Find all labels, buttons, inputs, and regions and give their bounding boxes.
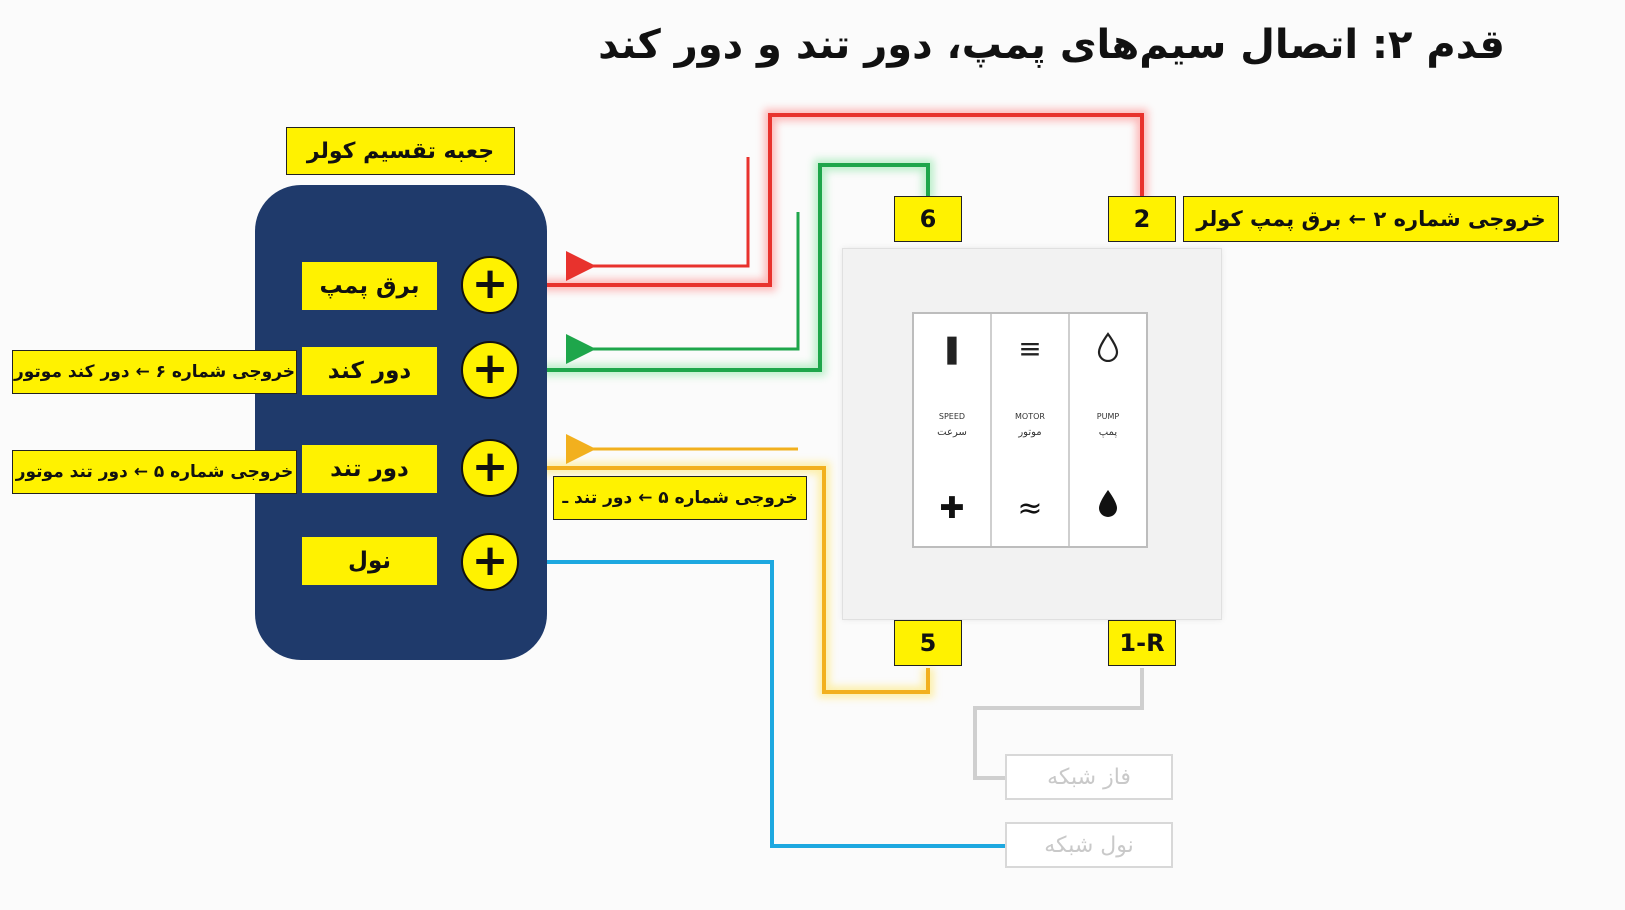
terminal-label-fast: دور تند: [302, 445, 437, 493]
exclamation-icon: ❚: [940, 332, 964, 365]
neutral-wire: [520, 560, 1005, 848]
fast-speed-wire: [520, 434, 934, 698]
speed-key-fa: سرعت: [937, 427, 967, 438]
mains-neutral-label: نول شبکه: [1005, 822, 1173, 868]
junction-box-title: جعبه تقسیم کولر: [286, 127, 515, 175]
plus-terminal-slow: +: [461, 341, 519, 399]
junction-box: [255, 185, 547, 660]
switch-keypad: ❚ SPEED سرعت ✚ ≡ MOTOR موتور ≈ PUMP پمپ: [912, 312, 1148, 548]
switch-terminal-2: 2: [1108, 196, 1176, 242]
page-title: قدم ۲: اتصال سیم‌های پمپ، دور تند و دور …: [598, 22, 1505, 68]
motor-key-en: MOTOR: [1015, 412, 1045, 421]
pump-key[interactable]: PUMP پمپ: [1070, 314, 1146, 546]
terminal-label-slow: دور کند: [302, 347, 437, 395]
note-fast-speed: خروجی شماره ۵ ← دور تند موتور: [12, 450, 297, 494]
pump-key-en: PUMP: [1096, 412, 1120, 421]
drop-outline-icon: [1096, 332, 1120, 372]
speed-key[interactable]: ❚ SPEED سرعت ✚: [914, 314, 992, 546]
drop-filled-icon: [1096, 488, 1120, 526]
fan-icon: ✚: [939, 491, 965, 526]
plus-terminal-pump: +: [461, 256, 519, 314]
pump-key-fa: پمپ: [1098, 427, 1118, 438]
note-fast-speed-middle: خروجی شماره ۵ ← دور تند ـ: [553, 476, 807, 520]
motor-key[interactable]: ≡ MOTOR موتور ≈: [992, 314, 1070, 546]
phase-wire: [973, 668, 1144, 780]
slow-speed-wire: [520, 159, 934, 376]
waves-icon: ≈: [1017, 491, 1043, 526]
mains-phase-label: فاز شبکه: [1005, 754, 1173, 800]
pump-wire: [520, 109, 1148, 291]
plus-terminal-neutral: +: [461, 533, 519, 591]
note-pump-output: خروجی شماره ۲ ← برق پمپ کولر: [1183, 196, 1559, 242]
motor-key-fa: موتور: [1018, 427, 1042, 438]
menu-lines-icon: ≡: [1018, 332, 1042, 365]
terminal-label-pump: برق پمپ: [302, 262, 437, 310]
terminal-label-neutral: نول: [302, 537, 437, 585]
plus-terminal-fast: +: [461, 439, 519, 497]
switch-terminal-5: 5: [894, 620, 962, 666]
switch-terminal-1r: 1-R: [1108, 620, 1176, 666]
switch-terminal-6: 6: [894, 196, 962, 242]
note-slow-speed: خروجی شماره ۶ ← دور کند موتور: [12, 350, 297, 394]
speed-key-en: SPEED: [938, 412, 966, 421]
